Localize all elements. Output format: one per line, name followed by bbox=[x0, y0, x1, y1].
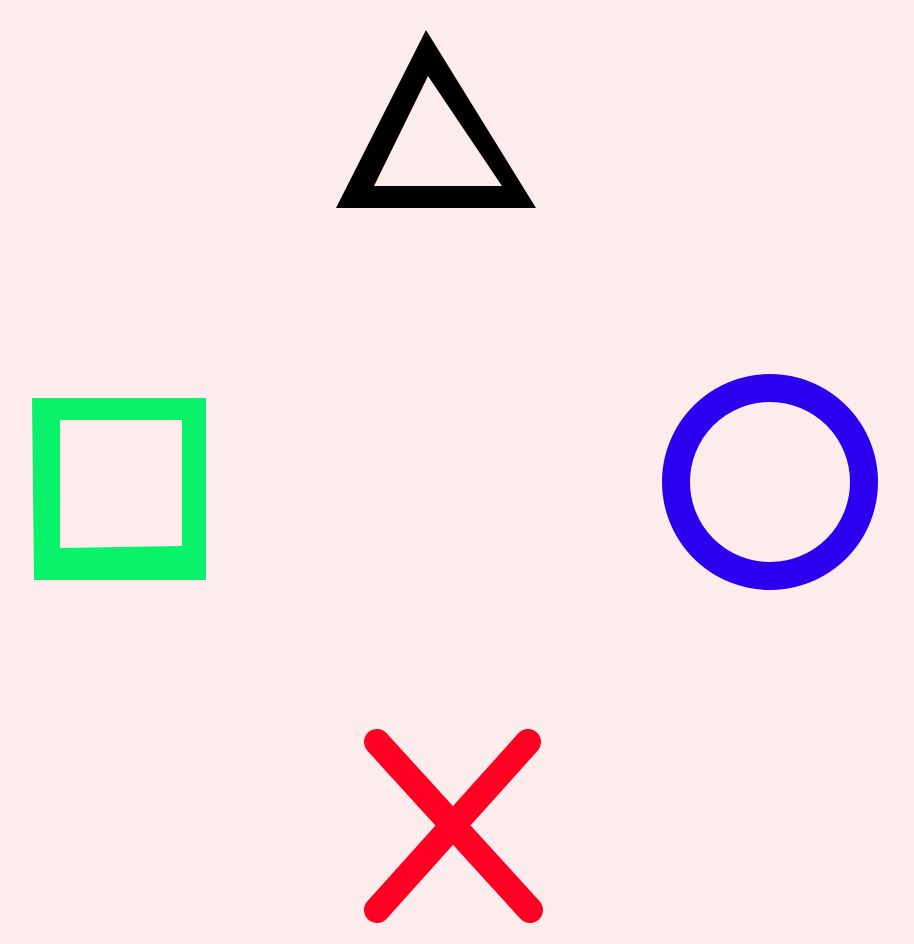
circle-icon bbox=[662, 374, 878, 590]
square-icon bbox=[32, 398, 206, 580]
square-shape bbox=[32, 398, 206, 580]
triangle-shape bbox=[336, 30, 536, 208]
circle-shape bbox=[662, 374, 878, 590]
cross-stroke-2 bbox=[364, 729, 541, 923]
triangle-icon bbox=[336, 30, 536, 208]
cross-icon bbox=[364, 729, 543, 923]
